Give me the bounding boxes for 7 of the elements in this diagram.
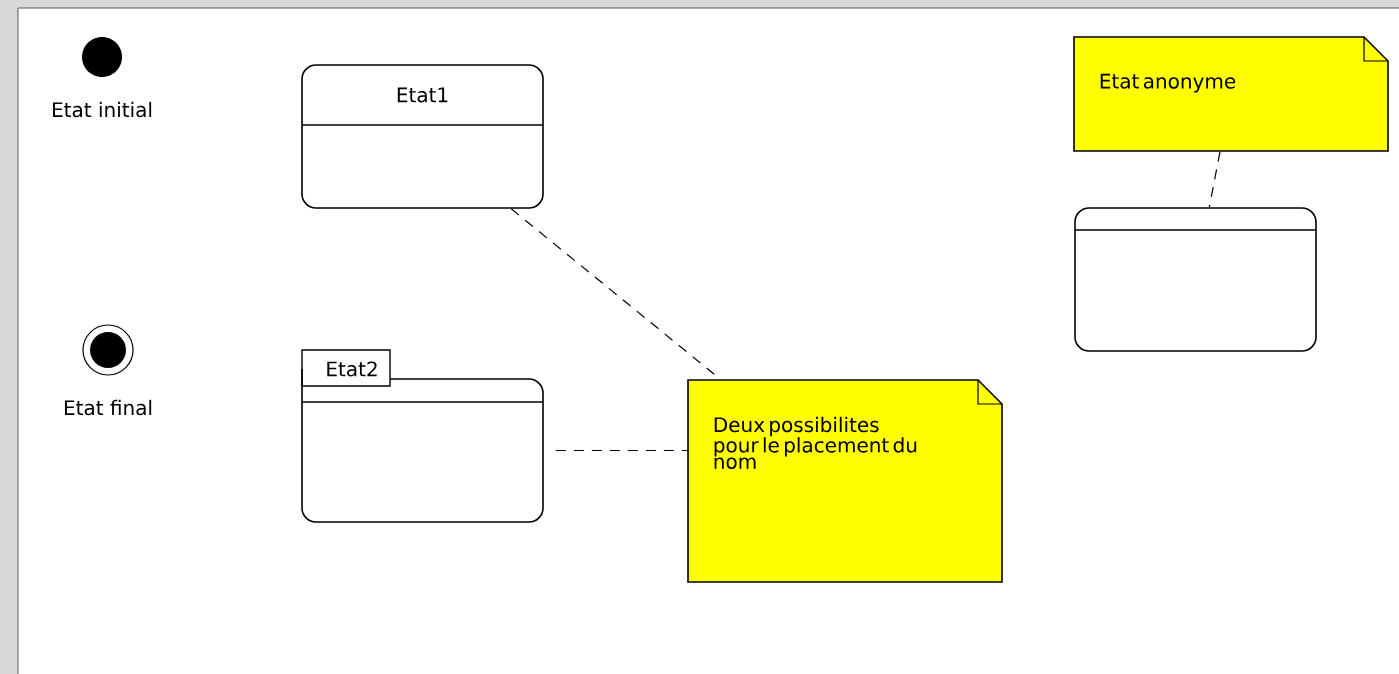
state-box: Etat1 — [301, 64, 544, 209]
state-box: Etat2 — [301, 349, 544, 523]
connector-line — [1208, 151, 1221, 208]
note-box: Deux possibilites pour le placement du nom — [687, 379, 1003, 583]
connector-line — [555, 449, 688, 452]
note-box: Etat anonyme — [1073, 36, 1389, 152]
state-box — [1074, 207, 1317, 352]
